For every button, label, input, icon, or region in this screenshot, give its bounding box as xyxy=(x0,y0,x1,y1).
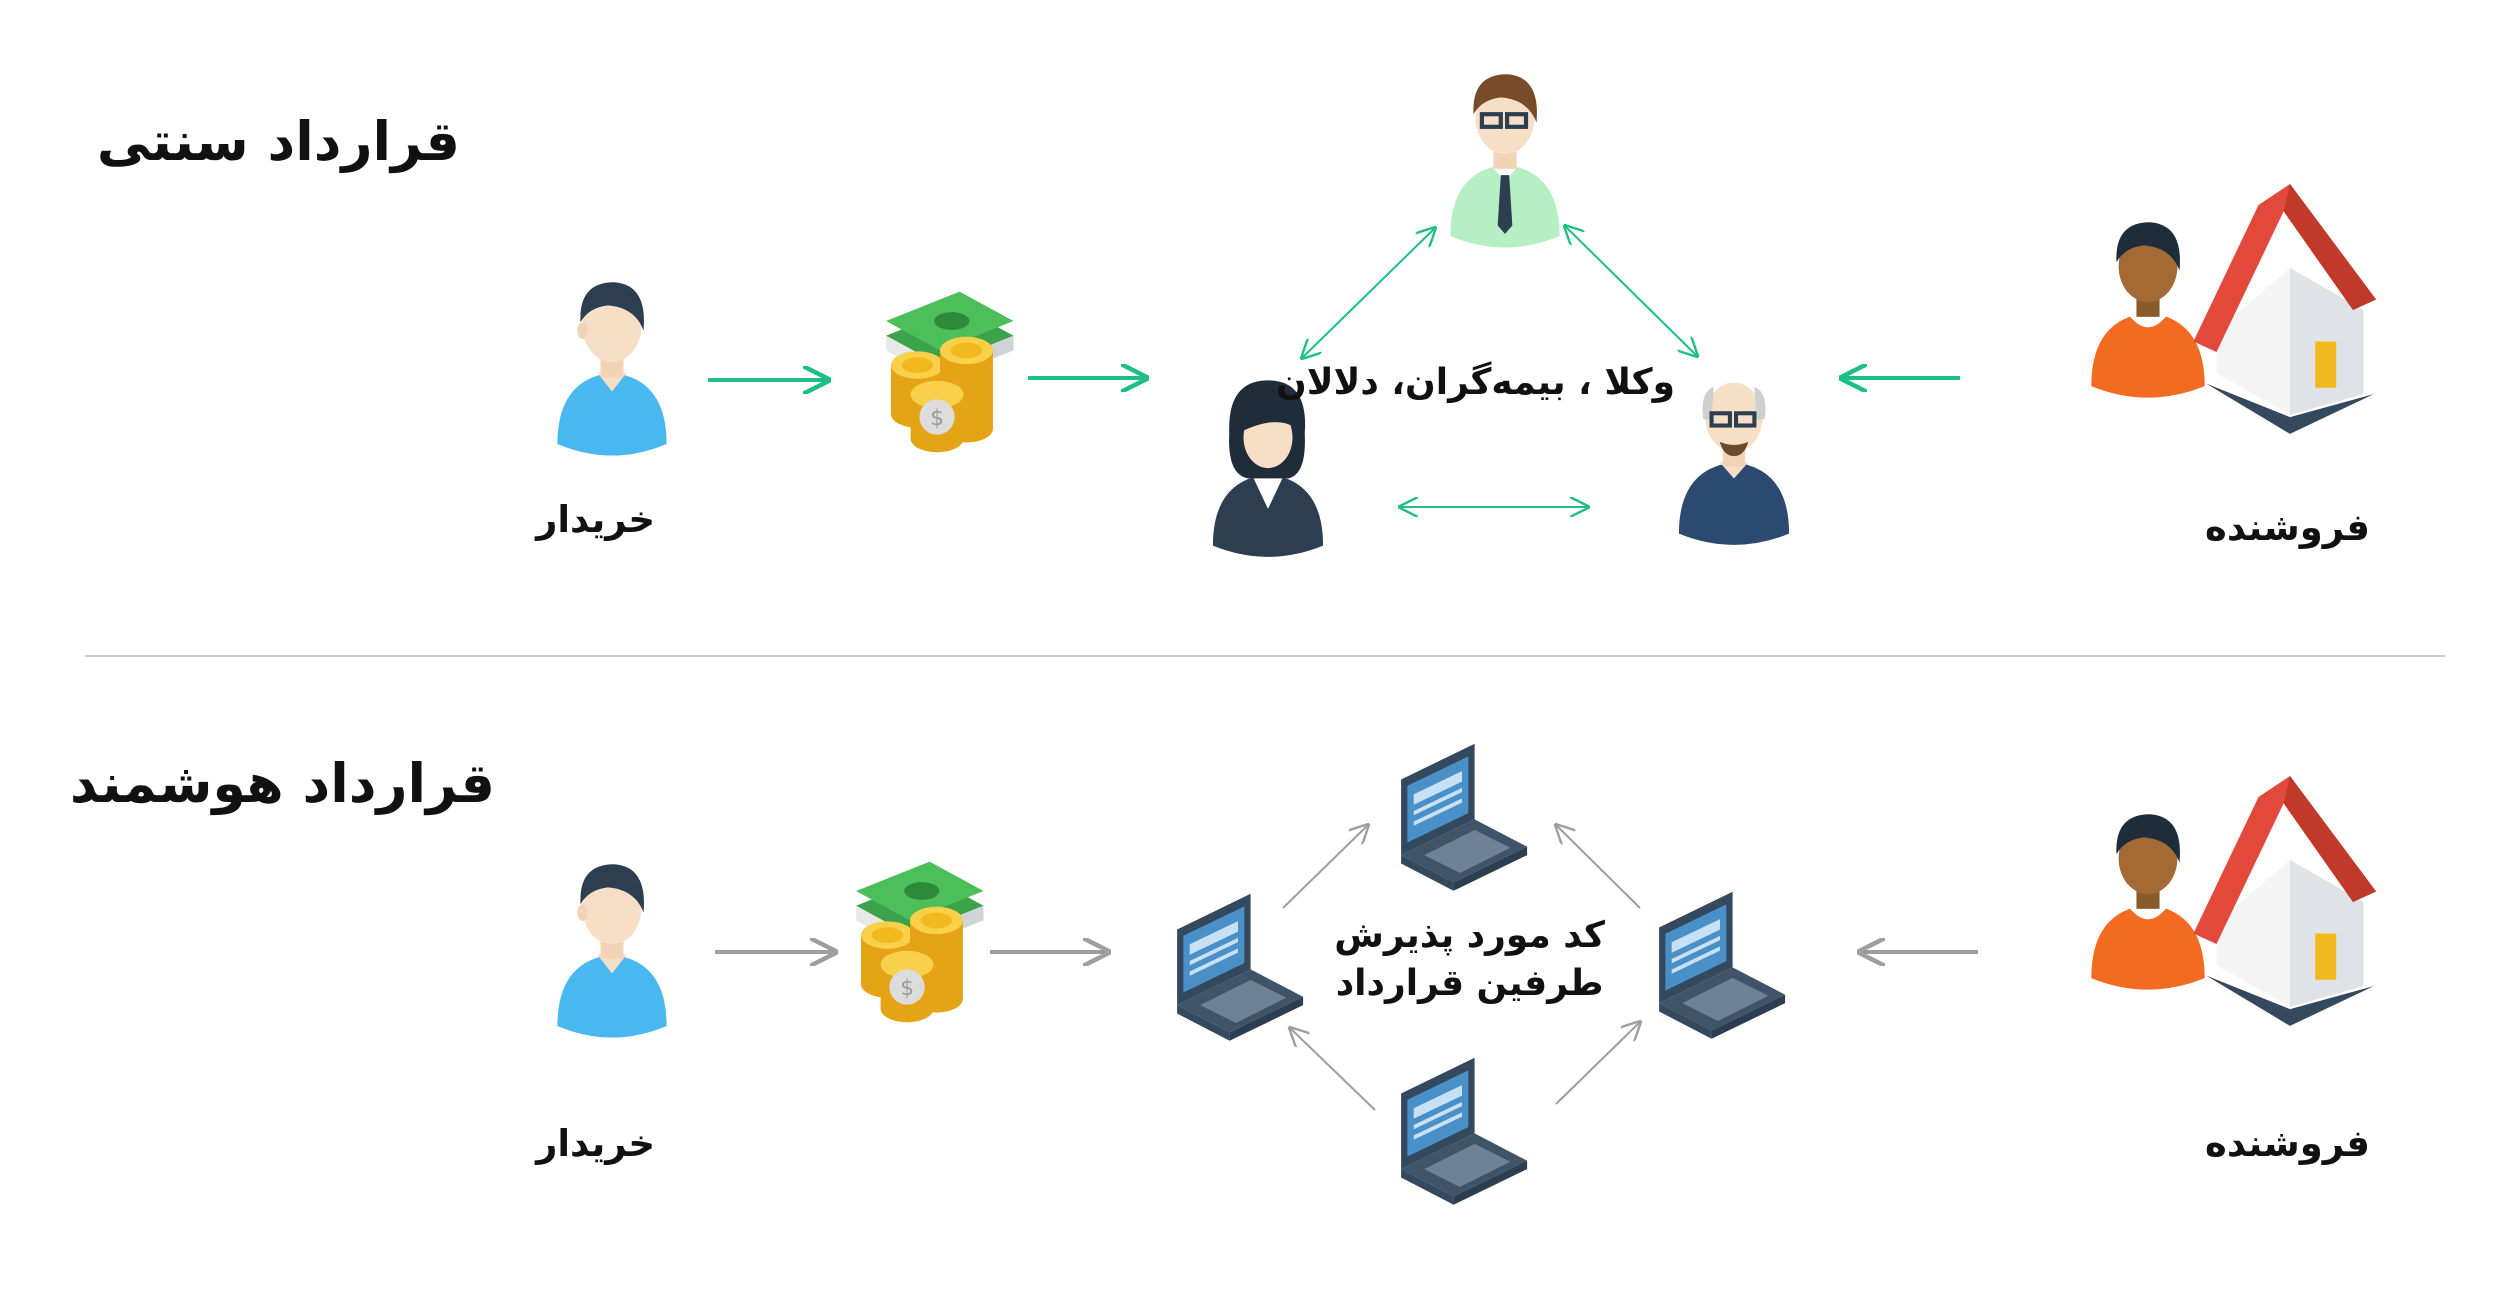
traditional-seller-label: فروشنده xyxy=(2205,506,2370,549)
smart-title: قرارداد هوشمند xyxy=(69,752,495,815)
traditional-buyer-label: خریدار xyxy=(536,498,655,541)
traditional-title: قرارداد سنتی xyxy=(96,110,460,173)
smart-section xyxy=(557,743,2385,1205)
buyer-icon xyxy=(557,864,667,1038)
smart-center-line1: کد مورد پذیرش xyxy=(1334,915,1605,956)
laptop-top-icon xyxy=(1401,743,1528,891)
arrow-bottom-to-left xyxy=(1290,1028,1376,1111)
arrow-lawyer-woman xyxy=(1302,228,1435,358)
old-man-icon xyxy=(1679,383,1789,545)
arrow-right-to-top xyxy=(1556,825,1641,909)
lawyer-icon xyxy=(1450,74,1559,247)
businesswoman-icon xyxy=(1212,380,1324,557)
smart-seller-label: فروشنده xyxy=(2205,1122,2370,1165)
money-icon xyxy=(886,291,1014,453)
seller-icon xyxy=(2091,814,2205,990)
laptop-bottom-icon xyxy=(1401,1057,1528,1205)
arrow-lawyer-oldman xyxy=(1565,226,1697,356)
intermediaries-label: وکلا ، بیمه‌گران، دلالان xyxy=(1276,362,1675,403)
arrow-left-to-top xyxy=(1282,825,1368,909)
seller-icon xyxy=(2091,222,2205,398)
buyer-icon xyxy=(557,282,667,456)
money-icon xyxy=(856,861,984,1023)
smart-buyer-label: خریدار xyxy=(536,1122,655,1165)
smart-center-line2: طرفین قرارداد xyxy=(1335,963,1604,1004)
smart-center-label: کد مورد پذیرش طرفین قرارداد xyxy=(1334,912,1605,1008)
traditional-section xyxy=(557,74,2385,557)
laptop-right-icon xyxy=(1659,891,1786,1039)
laptop-left-icon xyxy=(1177,893,1304,1041)
house-icon xyxy=(2193,184,2385,434)
house-icon xyxy=(2193,776,2385,1026)
arrow-bottom-to-right xyxy=(1555,1022,1640,1105)
